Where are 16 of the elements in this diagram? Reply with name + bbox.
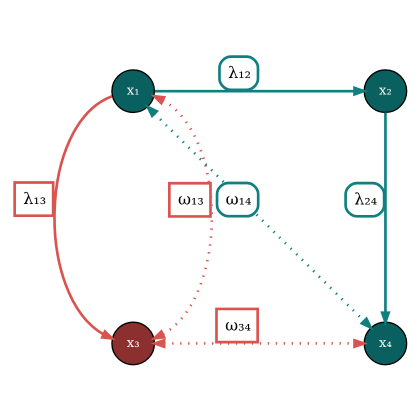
arrow (380, 112, 391, 326)
arrow (150, 94, 214, 340)
arrow (144, 104, 374, 330)
arrow (150, 338, 368, 349)
edge-label: ω₁₄ (226, 189, 252, 208)
edge-label: ω₃₄ (225, 315, 251, 334)
edge-label: ω₁₃ (178, 190, 204, 209)
edge-label: λ₂₄ (354, 189, 378, 208)
edge-label: λ₁₃ (23, 188, 46, 208)
node-circle: x₃ (111, 322, 156, 366)
node-circle: x₁ (111, 69, 156, 114)
edge-label: λ₁₂ (228, 63, 251, 82)
arrow (53, 95, 116, 340)
node-circle: x₄ (364, 322, 408, 366)
node-circle: x₂ (364, 69, 408, 114)
arrow (154, 86, 368, 96)
